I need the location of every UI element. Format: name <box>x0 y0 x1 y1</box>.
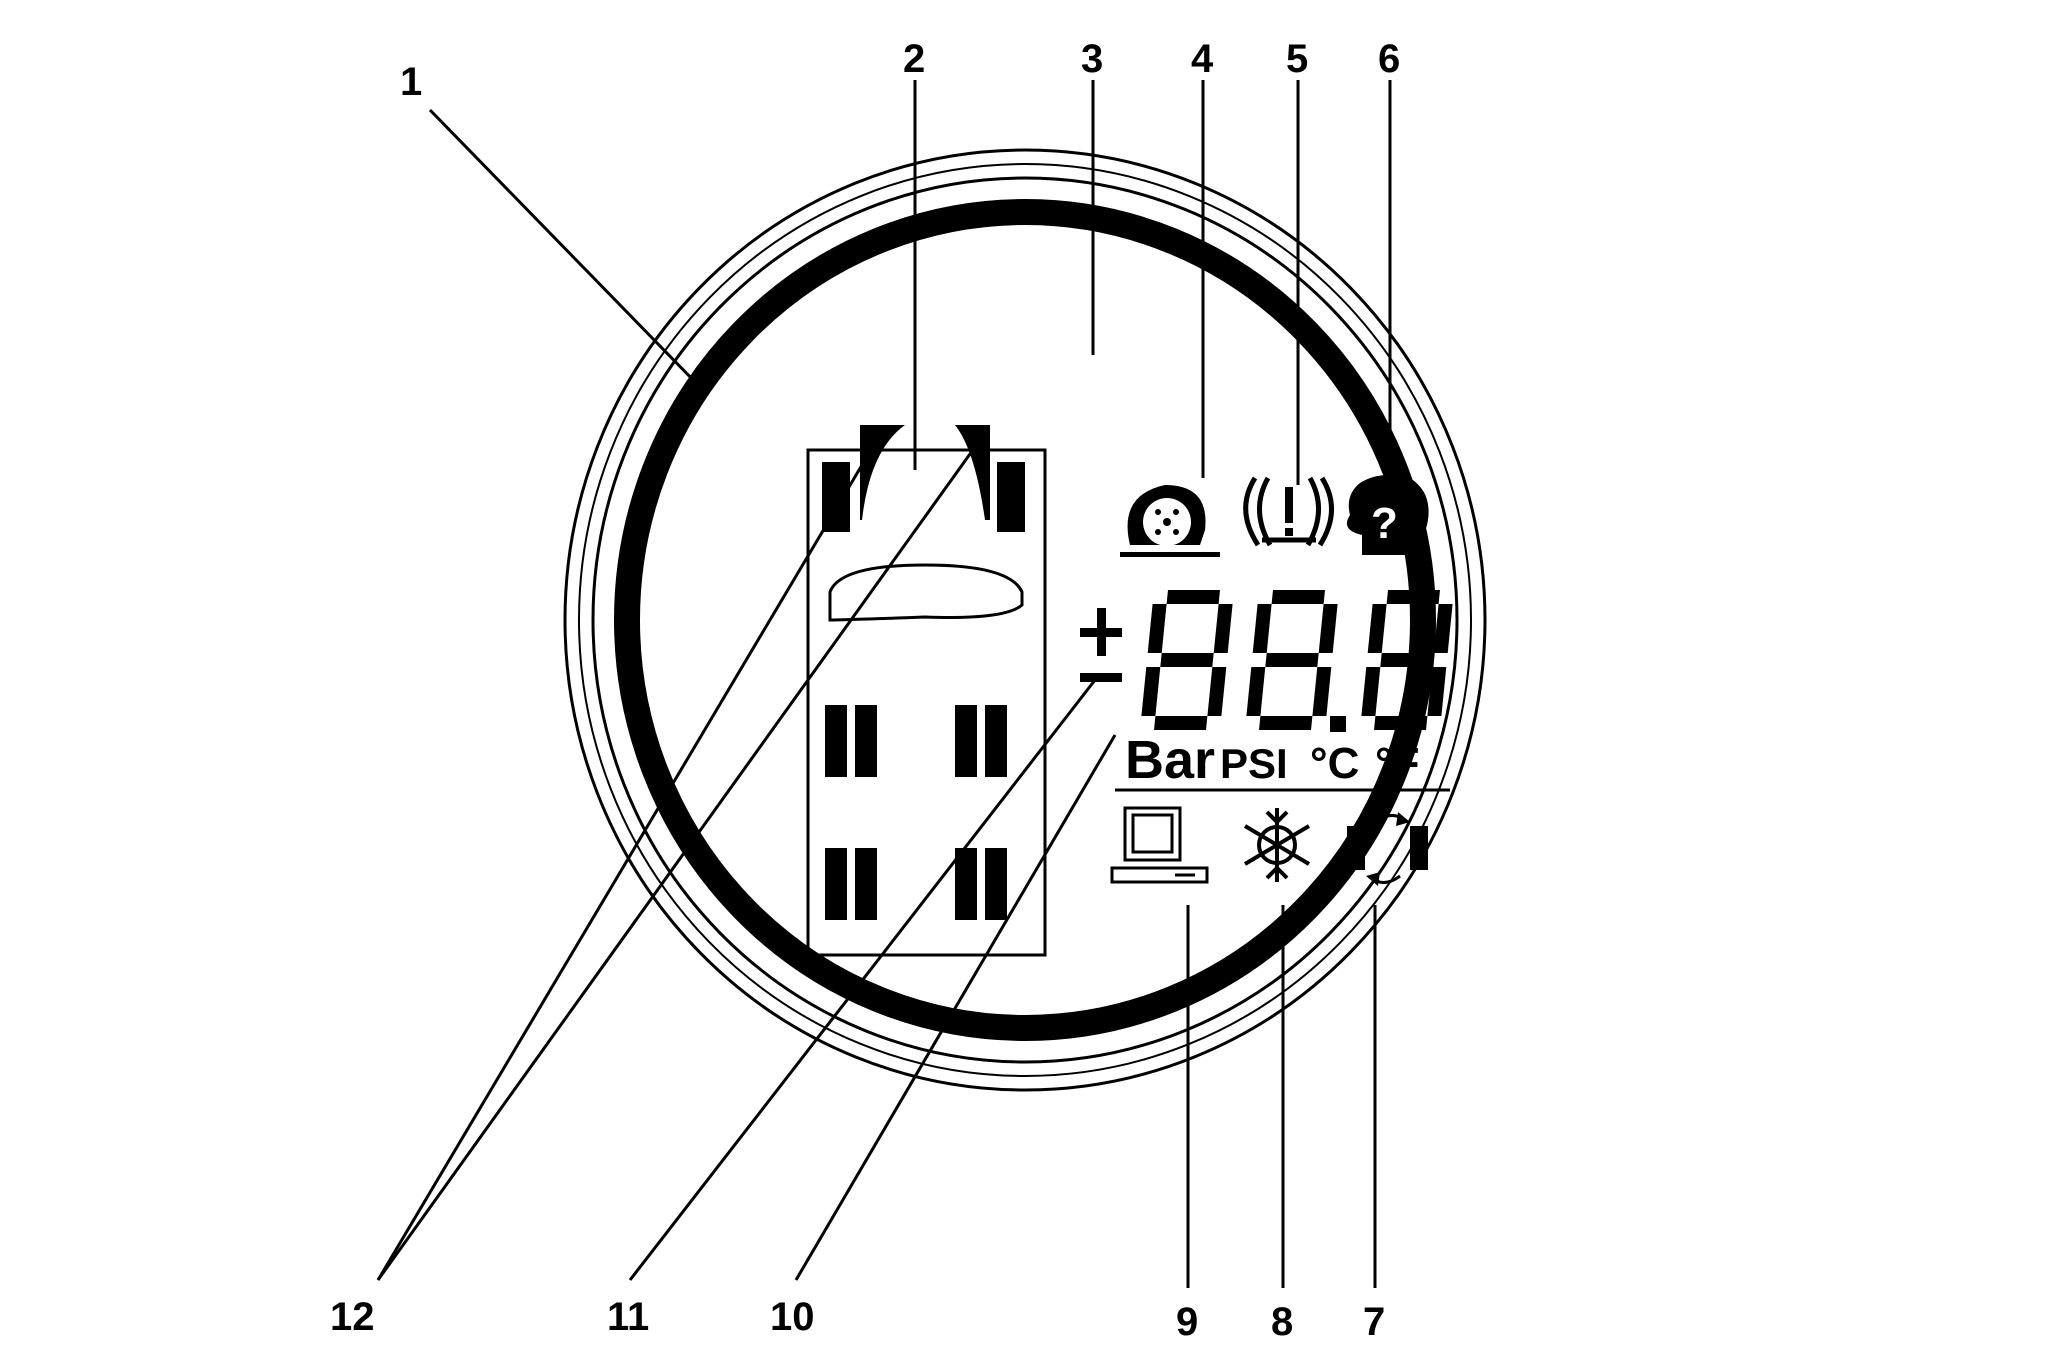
digit-2-segment-e <box>1361 667 1381 716</box>
digit-1-segment-c <box>1312 667 1332 716</box>
tpms-exclamation-icon <box>1285 487 1293 536</box>
callout-1: 1 <box>400 60 422 104</box>
callout-leaders <box>376 80 1392 1288</box>
plus-minus-sign <box>1080 608 1122 682</box>
tire-icon <box>1120 485 1220 557</box>
digit-2-segment-c <box>1427 667 1447 716</box>
decimal-point <box>1330 716 1346 732</box>
digit-1-segment-e <box>1246 667 1266 716</box>
digit-2-segment-d <box>1374 716 1428 730</box>
unit-bar: Bar <box>1125 730 1215 790</box>
digit-0-segment-c <box>1207 667 1227 716</box>
digit-0-segment-e <box>1141 667 1161 716</box>
digit-1-segment-g <box>1265 653 1319 667</box>
help-head-icon: ? <box>1346 474 1429 555</box>
digit-2-segment-b <box>1433 604 1453 653</box>
digit-0-segment-g <box>1160 653 1214 667</box>
unit-deg-f: °F <box>1375 739 1419 788</box>
callout-10: 10 <box>770 1295 815 1339</box>
computer-icon <box>1110 806 1209 884</box>
digit-1-segment-b <box>1318 604 1338 653</box>
digit-1-segment-a <box>1271 590 1325 604</box>
unit-deg-c: °C <box>1310 739 1359 788</box>
callout-9: 9 <box>1176 1300 1198 1344</box>
gauge-bezel <box>563 148 1487 1092</box>
tire-rotation-icon <box>1347 812 1428 886</box>
vehicle-outline <box>806 425 1047 957</box>
digit-2-segment-a <box>1386 590 1440 604</box>
callout-7: 7 <box>1363 1300 1385 1344</box>
callout-2: 2 <box>903 37 925 81</box>
digit-1-segment-f <box>1252 604 1272 653</box>
digit-0-segment-d <box>1154 716 1208 730</box>
seven-segment-readout <box>1141 590 1453 732</box>
digit-2-segment-f <box>1367 604 1387 653</box>
digit-1-segment-d <box>1259 716 1313 730</box>
digit-2-segment-g <box>1380 653 1434 667</box>
callout-8: 8 <box>1271 1300 1293 1344</box>
digit-0-segment-b <box>1213 604 1233 653</box>
digit-0-segment-a <box>1166 590 1220 604</box>
callout-4: 4 <box>1191 37 1214 81</box>
tpms-warning-icon <box>1243 476 1334 547</box>
callout-11: 11 <box>607 1295 649 1339</box>
snowflake-icon <box>1243 808 1311 882</box>
callout-3: 3 <box>1081 37 1103 81</box>
digit-0-segment-f <box>1147 604 1167 653</box>
callout-12: 12 <box>330 1295 375 1339</box>
callout-5: 5 <box>1286 37 1308 81</box>
unit-psi: PSI <box>1220 740 1288 787</box>
callout-6: 6 <box>1378 37 1400 81</box>
svg-text:?: ? <box>1371 499 1398 548</box>
